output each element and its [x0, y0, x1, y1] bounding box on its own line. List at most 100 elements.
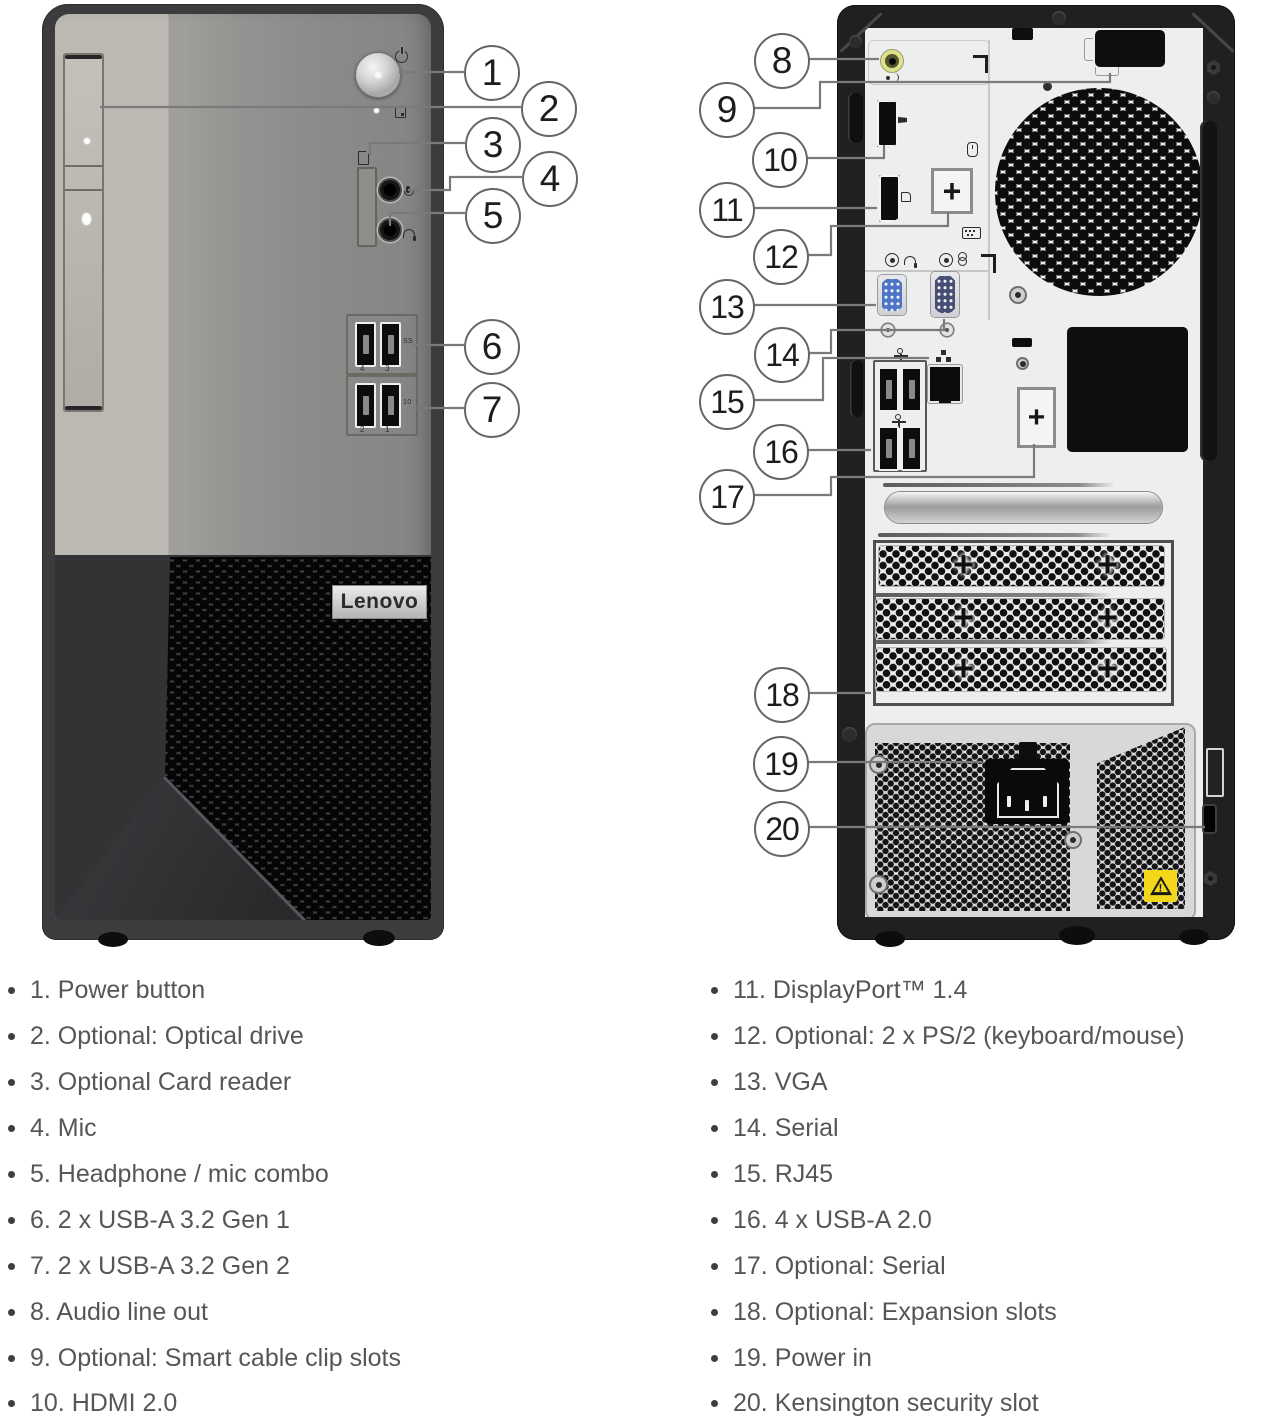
- usb-port-number: 4: [360, 364, 365, 373]
- ps2-icon: [958, 252, 967, 266]
- sd-card-icon: [358, 151, 369, 165]
- legend-item: 10. HDMI 2.0: [8, 1381, 401, 1427]
- usb-port: [878, 426, 899, 471]
- bullet-icon: [8, 1216, 15, 1224]
- callout-10: 10: [752, 132, 808, 188]
- clip-hook: [1084, 38, 1093, 61]
- legend-item-text: 2. Optional: Optical drive: [30, 1022, 304, 1051]
- usb-port: [380, 322, 401, 367]
- legend-item: 15. RJ45: [711, 1152, 1185, 1198]
- warning-mark: !: [1158, 882, 1163, 895]
- callout-2: 2: [521, 81, 577, 137]
- serial-connector: [935, 276, 955, 313]
- legend-item-text: 5. Headphone / mic combo: [30, 1160, 329, 1188]
- psu-screw: [871, 877, 886, 892]
- back-panel: +: [865, 28, 1203, 917]
- front-tower: SS 4 3 10 2 1 Lenovo: [42, 4, 444, 947]
- inlet-pin: [1043, 796, 1047, 807]
- usb-port: [901, 426, 922, 471]
- rear-handle-bar: [1200, 120, 1217, 462]
- legend-item-text: 4. Mic: [30, 1114, 97, 1143]
- expansion-slot-cover: + +: [875, 647, 1167, 692]
- legend-item: 7. 2 x USB-A 3.2 Gen 2: [8, 1243, 401, 1289]
- warning-icon: [1149, 876, 1172, 896]
- bullet-icon: [711, 1308, 718, 1316]
- bullet-icon: [8, 1308, 15, 1316]
- slot-plus-cutout: +: [953, 543, 975, 585]
- callout-7: 7: [464, 382, 520, 438]
- blank-slot-plate: [885, 492, 1162, 523]
- inlet-tab: [1019, 742, 1037, 760]
- usb-port-number: 1: [385, 425, 390, 434]
- callout-14: 14: [754, 327, 810, 383]
- optical-bay-edge: [65, 55, 102, 59]
- psu-screw: [1066, 833, 1080, 847]
- legend-item: 3. Optional Card reader: [8, 1060, 401, 1106]
- usb-group-gen1: SS 4 3: [346, 314, 418, 375]
- legend-item-text: 18. Optional: Expansion slots: [733, 1297, 1057, 1326]
- callout-9: 9: [699, 82, 755, 138]
- mic-jack: [380, 180, 400, 200]
- warning-sticker: !: [1144, 870, 1177, 902]
- bullet-icon: [711, 1400, 718, 1408]
- legend-item: 6. 2 x USB-A 3.2 Gen 1: [8, 1197, 401, 1243]
- serial-port: [931, 272, 959, 317]
- slot-plus-cutout: +: [1097, 543, 1119, 585]
- bullet-icon: [711, 1354, 718, 1362]
- expansion-slot-cover: + +: [875, 596, 1165, 640]
- frame-screw: [842, 727, 857, 742]
- frame-screw: [1052, 11, 1066, 25]
- inlet-pin: [1025, 800, 1029, 811]
- inlet-pin: [1007, 796, 1011, 807]
- legend-item-text: 14. Serial: [733, 1114, 839, 1143]
- back-foot: [875, 931, 905, 947]
- callout-4: 4: [522, 151, 578, 207]
- bullet-icon: [8, 1125, 15, 1133]
- usb-speed-badge: SS: [403, 338, 413, 345]
- legend-item: 17. Optional: Serial: [711, 1243, 1185, 1289]
- legend-item-text: 12. Optional: 2 x PS/2 (keyboard/mouse): [733, 1022, 1185, 1051]
- panel-seam: [988, 40, 990, 320]
- callout-1: 1: [464, 45, 520, 101]
- keyboard-icon: [962, 227, 981, 239]
- slot-seam: [875, 640, 1112, 644]
- bullet-icon: [8, 987, 15, 995]
- serial-optional-box: +: [1017, 387, 1056, 448]
- dp-icon: [901, 192, 911, 202]
- kensington-slot: [1204, 806, 1215, 832]
- legend-item: 16. 4 x USB-A 2.0: [711, 1197, 1185, 1243]
- usb-icon: [894, 348, 908, 362]
- bullet-icon: [8, 1262, 15, 1270]
- legend-item: 14. Serial: [711, 1106, 1185, 1152]
- callout-13: 13: [699, 279, 755, 335]
- optical-led: [84, 138, 90, 144]
- fan-grille: [995, 88, 1203, 296]
- legend-item: 4. Mic: [8, 1106, 401, 1152]
- callout-17: 17: [699, 469, 755, 525]
- callout-16: 16: [753, 424, 809, 480]
- psu-screw: [871, 757, 886, 772]
- expansion-slot-cover: + +: [878, 543, 1165, 587]
- legend-item: 19. Power in: [711, 1335, 1185, 1381]
- hdmi-icon: [898, 117, 907, 123]
- legend-item: 2. Optional: Optical drive: [8, 1014, 401, 1060]
- callout-20: 20: [754, 801, 810, 857]
- callout-15: 15: [699, 374, 755, 430]
- frame-screw: [849, 35, 862, 48]
- legend-item-text: 19. Power in: [733, 1343, 872, 1372]
- slot-plus-cutout: +: [953, 646, 975, 688]
- rj45-port: [928, 365, 962, 403]
- legend-item: 18. Optional: Expansion slots: [711, 1289, 1185, 1335]
- hex-screw: [1204, 871, 1217, 886]
- legend-item-text: 16. 4 x USB-A 2.0: [733, 1205, 932, 1234]
- mouse-icon: [967, 142, 978, 157]
- bullet-icon: [711, 987, 718, 995]
- legend-item: 9. Optional: Smart cable clip slots: [8, 1335, 401, 1381]
- callout-3: 3: [465, 117, 521, 173]
- legend-item-text: 3. Optional Card reader: [30, 1068, 292, 1097]
- legend-item-text: 8. Audio line out: [30, 1297, 208, 1326]
- front-foot: [98, 932, 128, 947]
- clip-tab: [1095, 67, 1119, 76]
- optical-eject-strip: [65, 189, 102, 191]
